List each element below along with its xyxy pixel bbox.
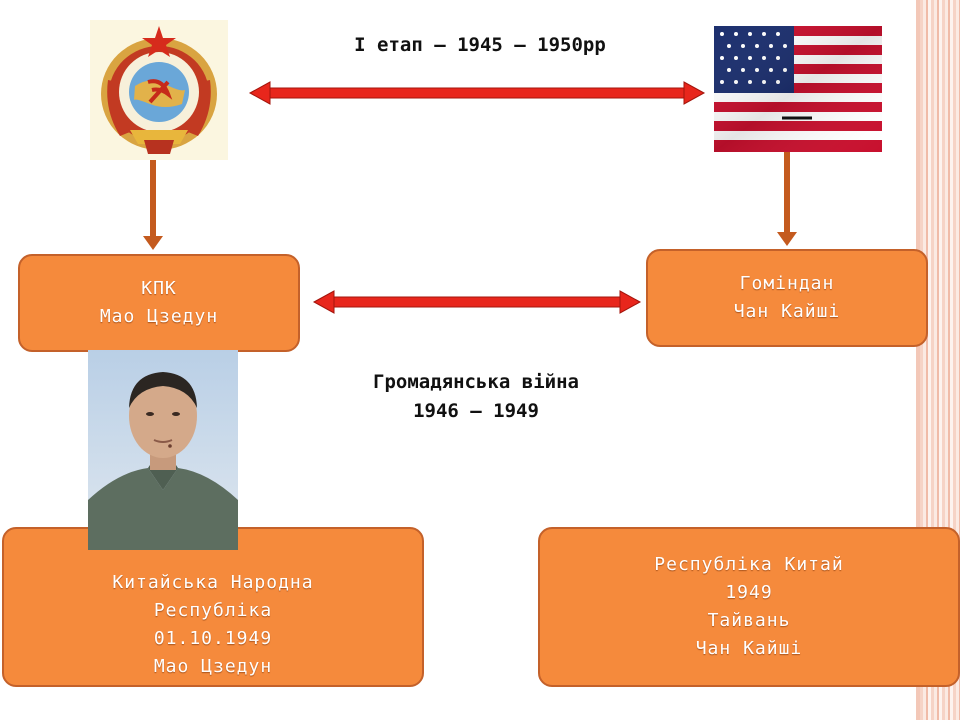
prc-box: Китайська Народна Республіка 01.10.1949 … — [2, 527, 424, 687]
roc-leader: Чан Кайші — [695, 638, 803, 659]
mao-portrait-image — [88, 350, 238, 550]
stage-title: I етап – 1945 – 1950рр — [354, 34, 606, 56]
decorative-border-line — [916, 0, 920, 720]
roc-line-1: Республіка Китай — [654, 554, 844, 575]
roc-location: Тайвань — [707, 610, 791, 631]
usa-flag-image — [714, 26, 882, 152]
prc-line-1: Китайська Народна — [112, 572, 314, 593]
roc-year: 1949 — [725, 582, 773, 603]
prc-line-2: Республіка — [153, 600, 273, 621]
prc-date: 01.10.1949 — [153, 628, 273, 649]
down-arrow-right — [777, 152, 797, 246]
roc-box: Республіка Китай 1949 Тайвань Чан Кайші — [538, 527, 960, 687]
double-arrow-middle — [312, 290, 642, 314]
kpk-leader: Мао Цзедун — [99, 306, 219, 327]
prc-leader: Мао Цзедун — [153, 656, 273, 677]
civil-war-years: 1946 – 1949 — [413, 400, 539, 422]
down-arrow-left — [143, 160, 163, 250]
kpk-label: КПК — [141, 278, 177, 299]
ussr-emblem-image — [90, 20, 228, 160]
civil-war-title: Громадянська війна — [373, 371, 579, 393]
double-arrow-top — [248, 81, 706, 105]
kpk-box: КПК Мао Цзедун — [18, 254, 300, 352]
gomindan-box: Гоміндан Чан Кайші — [646, 249, 928, 347]
civil-war-label: Громадянська війна 1946 – 1949 — [326, 368, 626, 426]
gomindan-leader: Чан Кайші — [733, 301, 841, 322]
gomindan-label: Гоміндан — [739, 273, 835, 294]
